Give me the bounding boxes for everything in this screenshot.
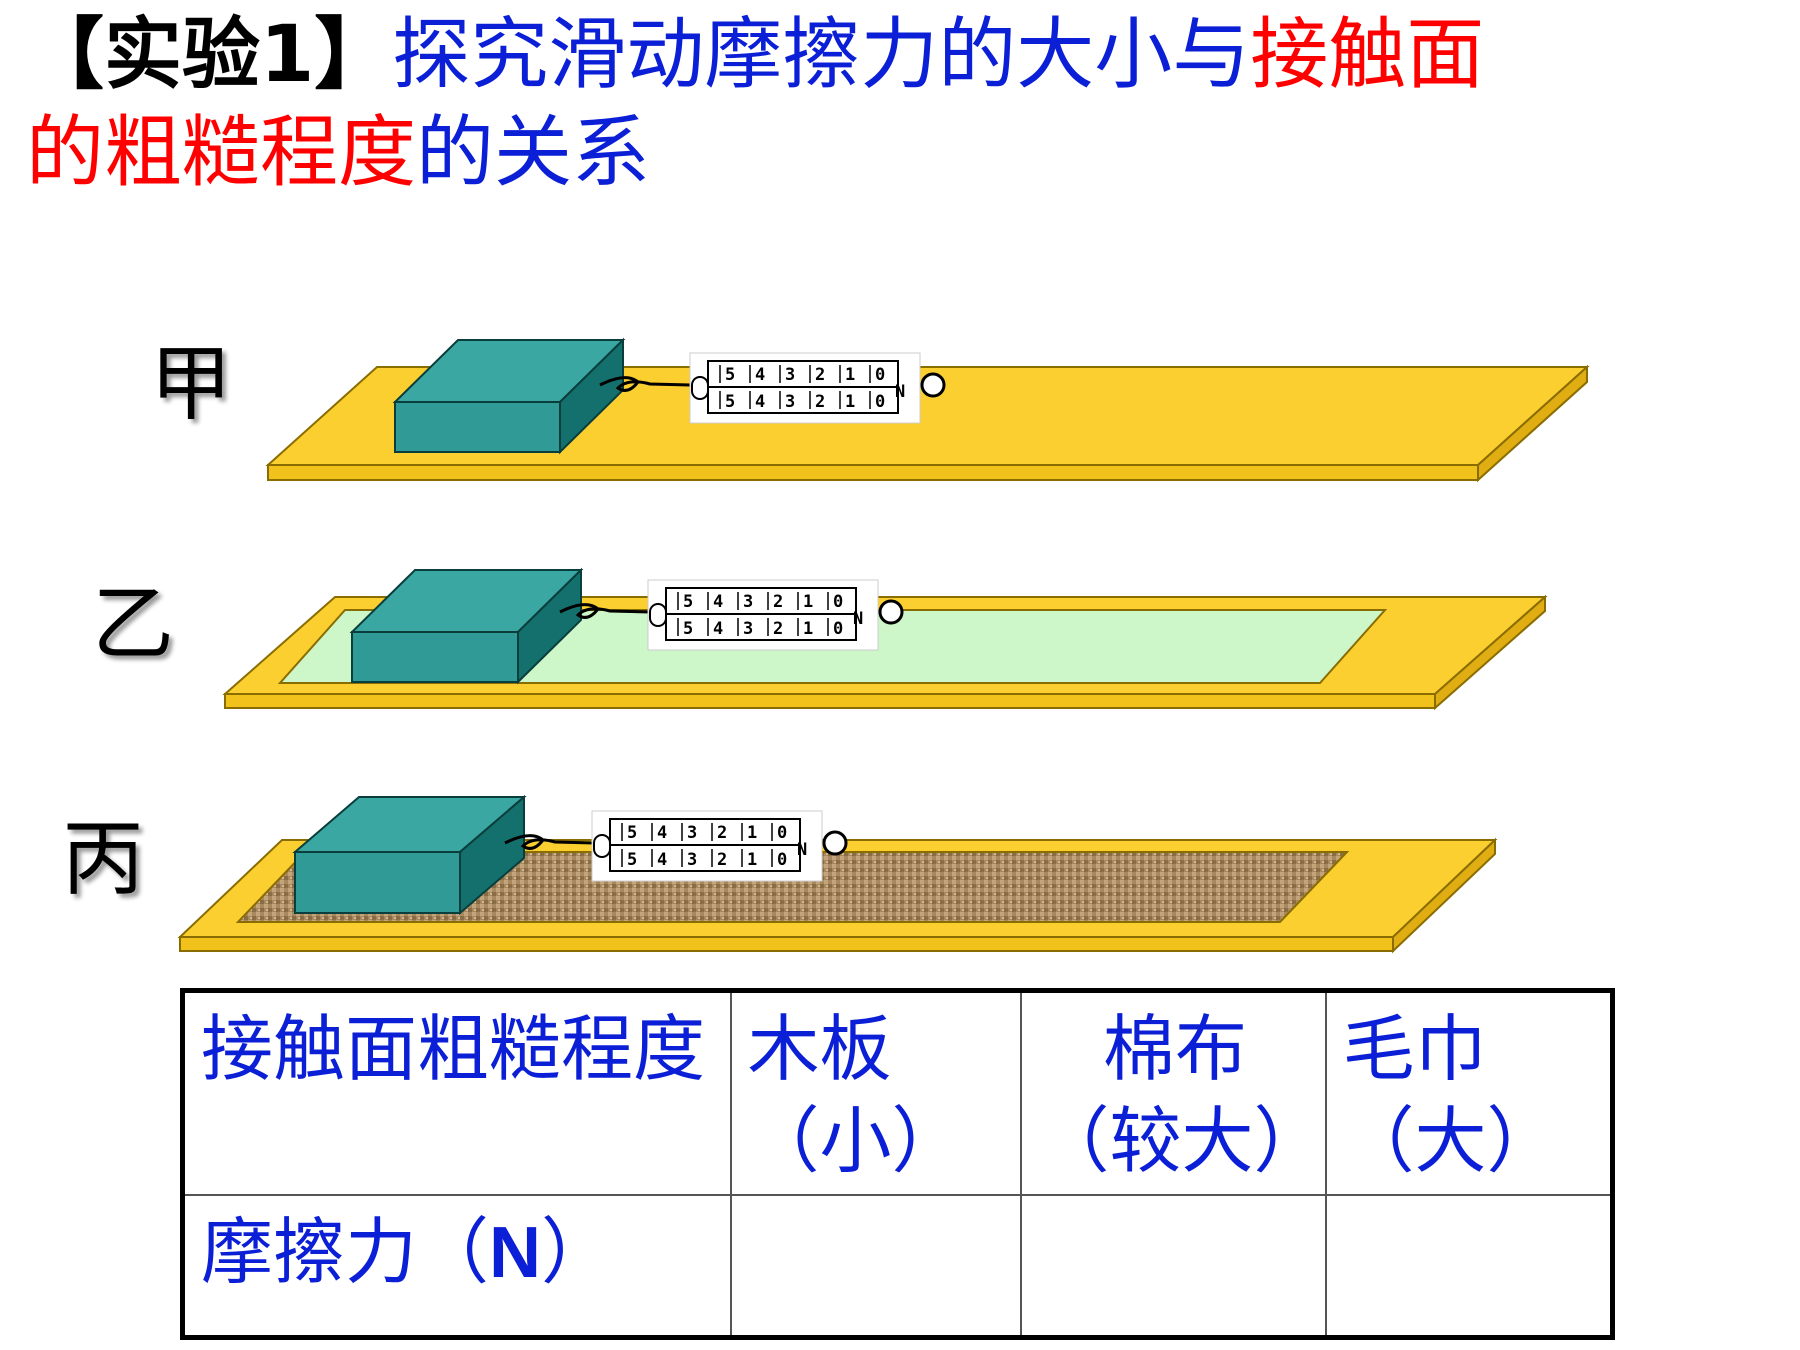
board-side-bing [1392,837,1496,954]
page-title: 【实验1】探究滑动摩擦力的大小与接触面的粗糙程度的关系 [26,6,1766,202]
tick-label: 2 [773,619,783,639]
table-row: 摩擦力（N） [181,1194,1614,1339]
tick-label: 0 [777,850,787,870]
setup-bing: 5 4 3 2 1 0 5 4 3 2 1 0 N [177,794,1498,954]
setup-jia: 5 4 3 2 1 0 5 4 3 2 1 0 N [265,337,1590,483]
towel-level: （大） [1342,1099,1559,1183]
tick-label: 5 [683,592,693,612]
spring-scale-yi: 5 4 3 2 1 0 5 4 3 2 1 0 N [647,579,904,651]
tick-label: 3 [687,850,697,870]
title-prefix: 【实验1】 [26,10,393,100]
tick-label: 1 [747,823,757,843]
title-part1: 探究滑动摩擦力的大小与 [392,10,1251,100]
hook-yi [559,603,651,619]
towel-surface [235,851,1350,923]
board-side-jia [1477,364,1588,483]
friction-label: 摩擦力（N） [181,1194,732,1339]
hook-bing [504,834,595,850]
row-label-yi: 乙 [92,577,175,672]
header-wood: 木板 （小） [729,989,1022,1197]
tick-label: 3 [743,619,753,639]
table-row: 接触面粗糙程度 木板 （小） 棉布 （较大） 毛巾 （大） [181,989,1614,1197]
title-suffix: 的关系 [416,108,651,198]
wood-name: 木板 [747,1007,892,1091]
spring-scale-jia: 5 4 3 2 1 0 5 4 3 2 1 0 N [689,352,946,424]
tick-label: 5 [725,392,735,412]
tick-label: 0 [875,392,885,412]
tick-label: 3 [743,592,753,612]
friction-wood-cell[interactable] [729,1194,1022,1339]
unit-label: N [853,609,863,629]
title-highlight-roughness: 的粗糙程度 [26,108,417,198]
unit-label: N [797,840,807,860]
tick-label: 0 [777,823,787,843]
tick-label: 4 [755,365,765,385]
cotton-name: 棉布 [1102,1007,1247,1091]
tick-label: 0 [875,365,885,385]
friction-unit: N [489,1213,542,1294]
tick-label: 4 [657,850,667,870]
friction-cotton-cell[interactable] [1019,1194,1327,1339]
tick-label: 0 [833,592,843,612]
block-jia [392,337,626,455]
tick-label: 4 [755,392,765,412]
cotton-level: （较大） [1037,1099,1326,1183]
tick-label: 1 [803,619,813,639]
tick-label: 5 [683,619,693,639]
tick-label: 4 [713,592,723,612]
header-towel: 毛巾 （大） [1324,989,1614,1197]
header-cotton: 棉布 （较大） [1019,989,1327,1197]
tick-label: 3 [785,365,795,385]
friction-label-text: 摩擦力（ [201,1210,490,1295]
results-table: 接触面粗糙程度 木板 （小） 棉布 （较大） 毛巾 （大） 摩擦力（N） [180,988,1615,1340]
tick-label: 2 [717,823,727,843]
tick-label: 0 [833,619,843,639]
header-roughness: 接触面粗糙程度 [181,989,732,1197]
tick-label: 2 [815,392,825,412]
friction-towel-cell[interactable] [1324,1194,1614,1339]
board-front-jia [267,464,1479,481]
tick-label: 5 [627,850,637,870]
board-front-yi [224,693,1436,709]
tick-label: 1 [845,392,855,412]
tick-label: 5 [627,823,637,843]
friction-label-close: ） [541,1210,614,1295]
spring-scale-bing: 5 4 3 2 1 0 5 4 3 2 1 0 N [591,810,848,882]
tick-label: 1 [845,365,855,385]
tick-label: 2 [815,365,825,385]
wood-level: （小） [747,1099,964,1183]
tick-label: 1 [747,850,757,870]
board-front-bing [179,936,1394,952]
setup-yi: 5 4 3 2 1 0 5 4 3 2 1 0 N [222,567,1548,711]
tick-label: 4 [657,823,667,843]
tick-label: 3 [687,823,697,843]
tick-label: 2 [773,592,783,612]
tick-label: 5 [725,365,735,385]
towel-name: 毛巾 [1342,1007,1487,1091]
row-label-bing: 丙 [62,812,145,907]
row-label-jia: 甲 [150,337,233,432]
block-bing [292,794,527,916]
tick-label: 1 [803,592,813,612]
hook-jia [599,376,691,392]
tick-label: 3 [785,392,795,412]
unit-label: N [895,382,905,402]
block-yi [349,567,584,685]
tick-label: 4 [713,619,723,639]
title-highlight-contact-surface: 接触面 [1250,10,1485,100]
board-side-yi [1434,594,1546,711]
tick-label: 2 [717,850,727,870]
